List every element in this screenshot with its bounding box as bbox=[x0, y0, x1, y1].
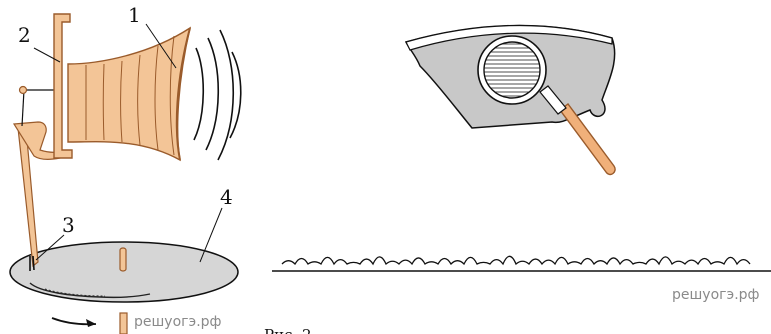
sound-waves bbox=[193, 29, 242, 161]
crank-arm bbox=[12, 121, 61, 160]
horn bbox=[67, 26, 192, 162]
lever-knob bbox=[18, 85, 28, 95]
disc-spindle bbox=[119, 247, 127, 272]
leader-3 bbox=[35, 234, 65, 261]
magnifier-neck bbox=[539, 85, 567, 115]
label-disc: 4 bbox=[220, 185, 233, 209]
rotation-arrowhead bbox=[86, 319, 96, 327]
membrane-frame bbox=[53, 13, 73, 159]
label-horn: 1 bbox=[128, 3, 141, 27]
horn-ribs bbox=[85, 35, 175, 156]
record-fragment-diagram: решуогэ.рф Рис. 2 bbox=[264, 24, 771, 334]
leader-4 bbox=[199, 207, 223, 263]
record-disc bbox=[9, 241, 239, 303]
label-membrane: 2 bbox=[18, 23, 31, 47]
figure-caption: Рис. 2 bbox=[264, 326, 312, 334]
magnifier-lens-ring bbox=[477, 35, 547, 105]
magnifier-lens-inner bbox=[483, 41, 541, 99]
needle bbox=[29, 255, 35, 271]
watermark-left: решуогэ.рф bbox=[134, 314, 222, 330]
groove-profile bbox=[281, 255, 751, 266]
label-needle: 3 bbox=[62, 213, 75, 237]
magnifier-handle bbox=[559, 103, 616, 176]
horn-rim bbox=[175, 27, 191, 161]
disc-shaft bbox=[119, 312, 128, 334]
record-edge bbox=[405, 24, 613, 51]
disc-groove-2 bbox=[44, 288, 106, 297]
leader-2 bbox=[33, 47, 61, 63]
disc-groove bbox=[29, 282, 151, 299]
watermark-right: решуогэ.рф bbox=[672, 287, 760, 303]
gramophone-diagram: 1 2 3 4 решуогэ.рф bbox=[9, 3, 242, 334]
leader-1 bbox=[145, 23, 177, 69]
lever-post bbox=[21, 89, 25, 127]
